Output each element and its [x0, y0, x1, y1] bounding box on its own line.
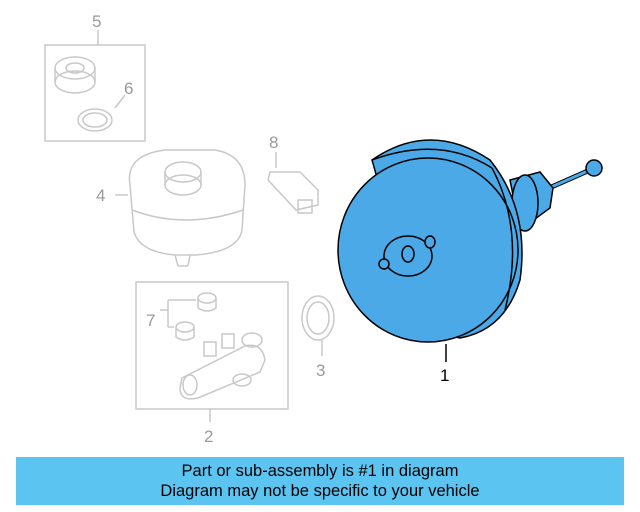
callout-1: 1: [440, 366, 449, 385]
seal-part-3: [301, 295, 335, 356]
banner-line-2: Diagram may not be specific to your vehi…: [160, 482, 480, 500]
parts-diagram: 5 6 4 8: [44, 12, 603, 446]
info-banner: Part or sub-assembly is #1 in diagram Di…: [16, 457, 624, 505]
part-5-6-group: [44, 30, 146, 142]
callout-4: 4: [96, 186, 105, 205]
callout-6: 6: [124, 79, 133, 98]
banner-line-1: Part or sub-assembly is #1 in diagram: [181, 462, 459, 480]
master-cylinder-part-2: [179, 332, 266, 400]
master-cylinder-group: [135, 281, 289, 422]
part-2-7-frame: [135, 281, 289, 410]
sensor-part-8: [267, 152, 319, 214]
callout-3: 3: [316, 361, 325, 380]
reservoir-cap-part-5: [54, 56, 96, 94]
seal-ring-part-6: [77, 108, 113, 132]
grommets-part-7: [160, 292, 217, 341]
callout-7: 7: [146, 311, 155, 330]
callout-8: 8: [269, 133, 278, 152]
callout-5: 5: [92, 12, 101, 31]
brake-booster-part-1: [337, 139, 603, 362]
callout-2: 2: [204, 427, 213, 446]
part-5-6-frame: [44, 44, 146, 142]
brake-fluid-reservoir-part-4: [115, 149, 246, 267]
